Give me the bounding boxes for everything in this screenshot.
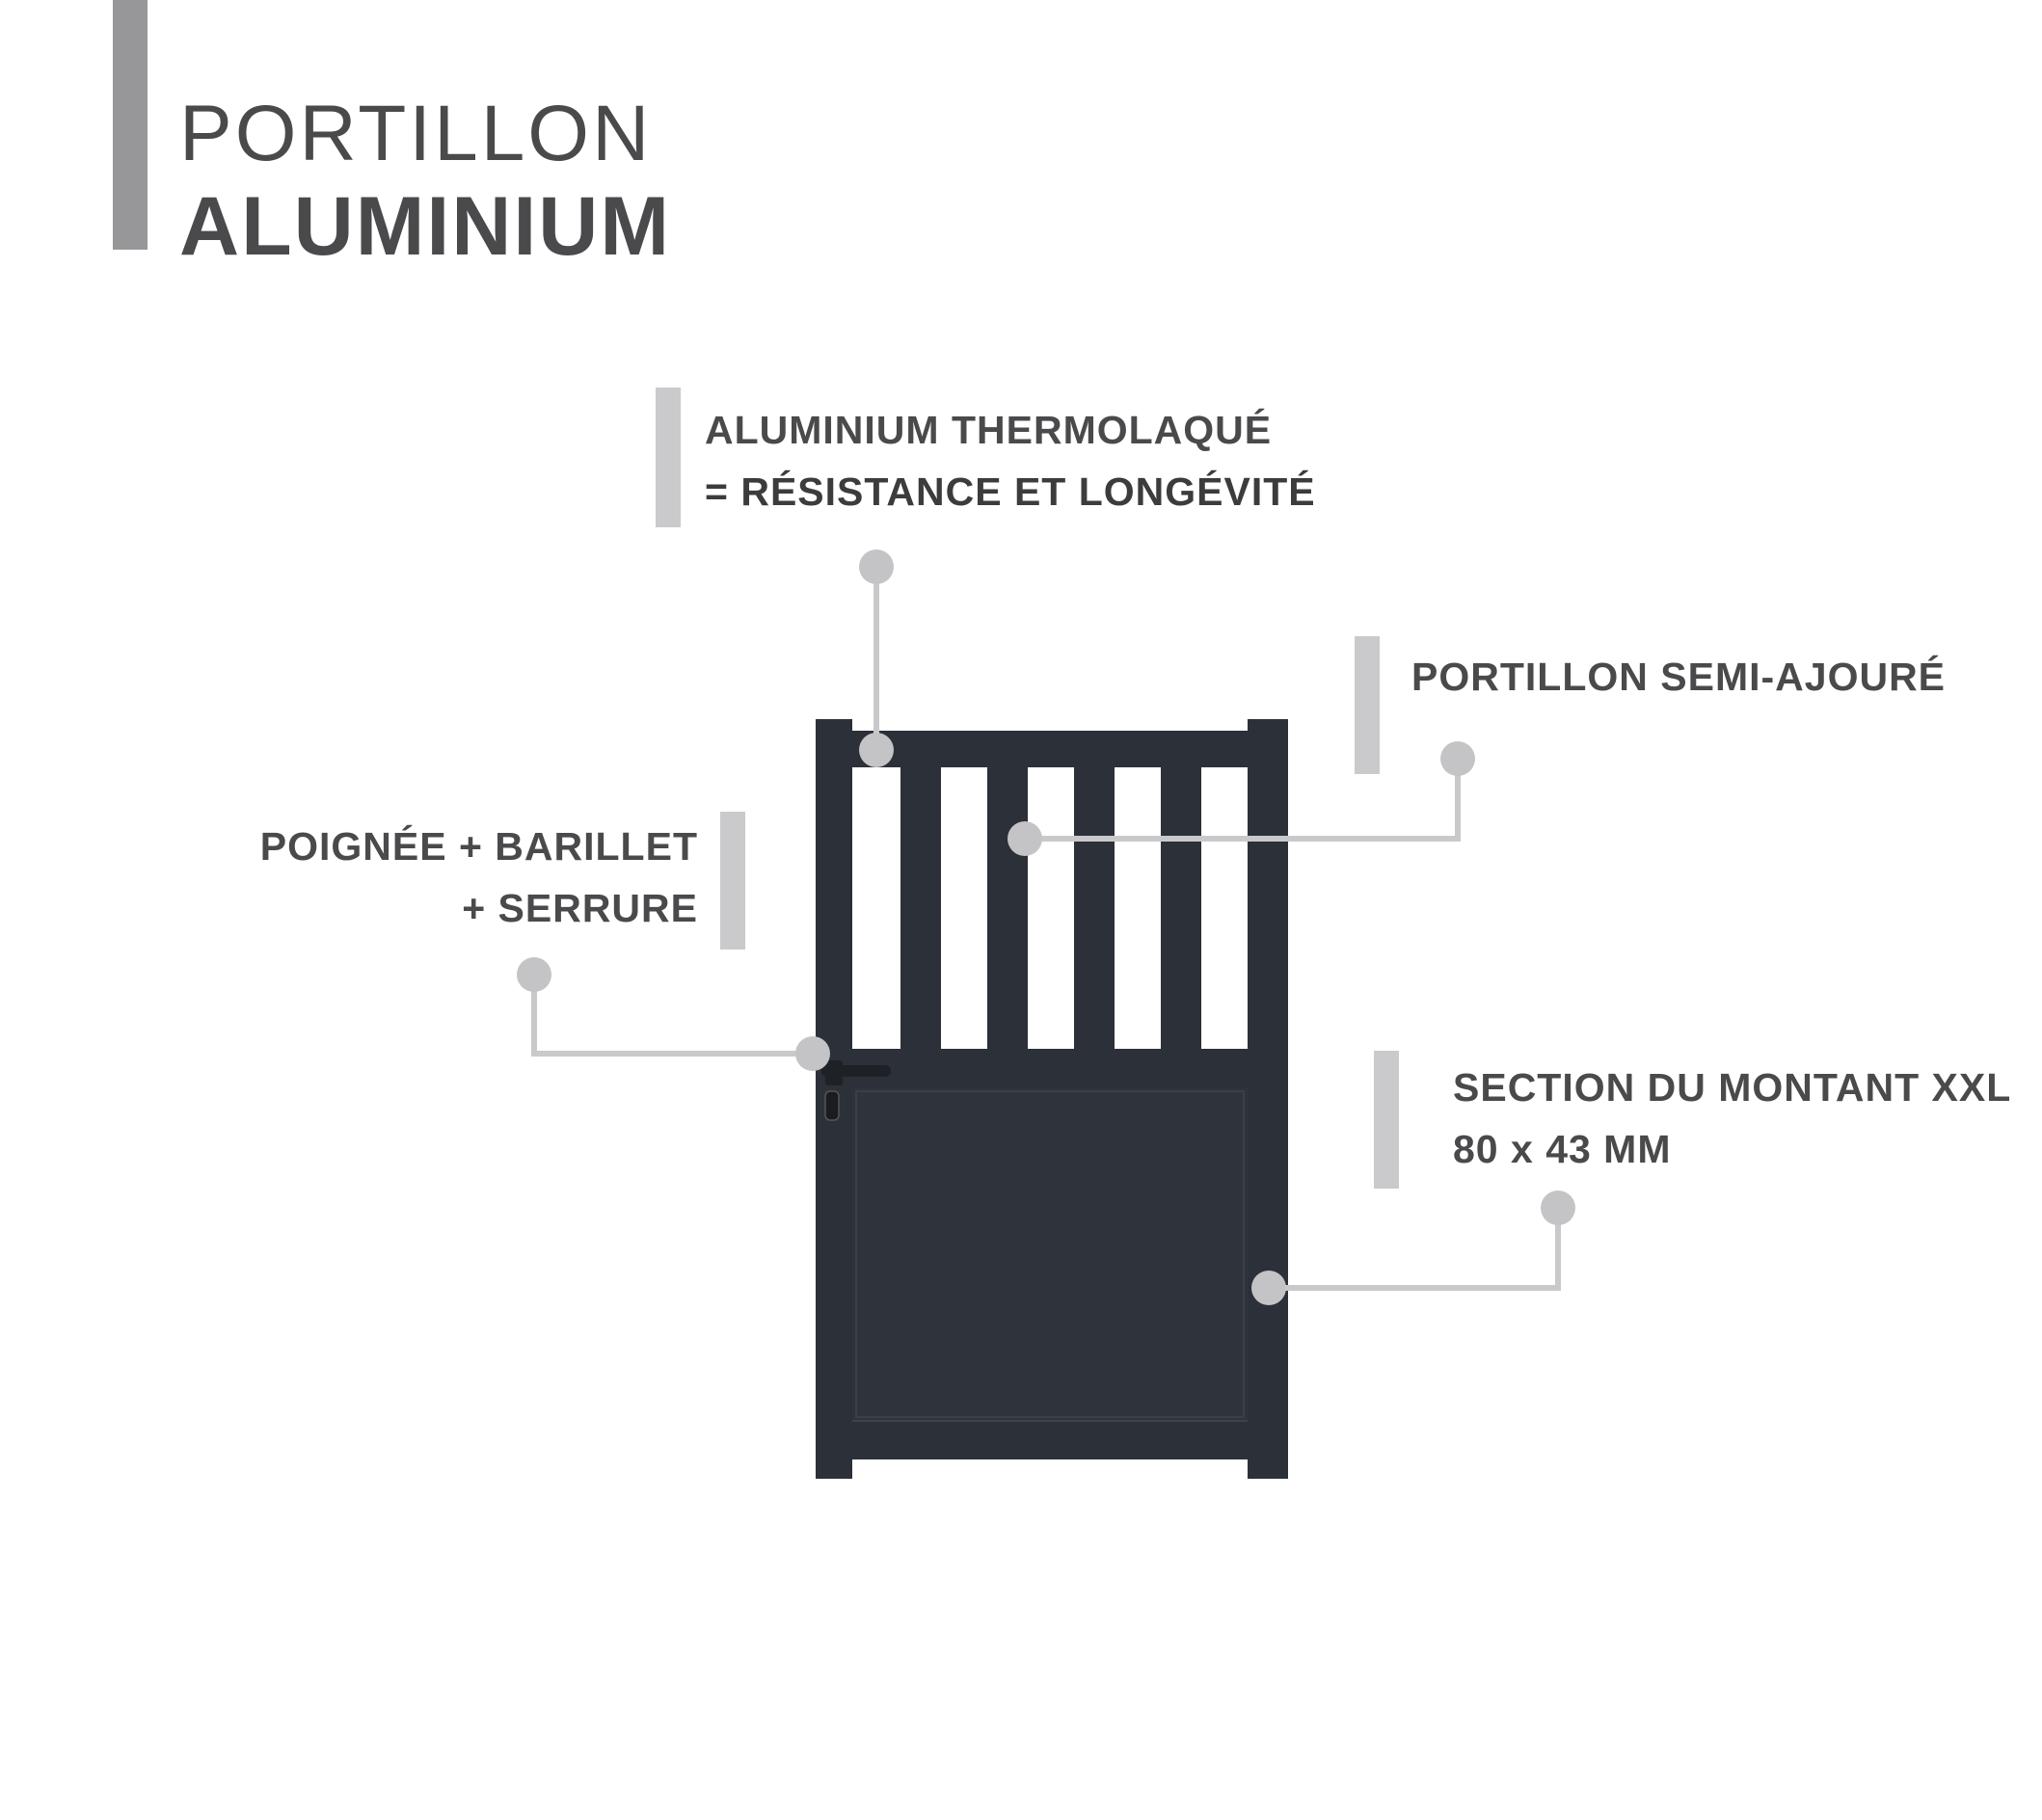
post-label-line2: 80 x 43 MM (1453, 1127, 1672, 1171)
gate-slat (1074, 767, 1115, 1051)
handle-label: POIGNÉE + BARILLET + SERRURE (260, 816, 698, 939)
handle-dot-anchor (795, 1036, 830, 1071)
handle-label-line1: POIGNÉE + BARILLET (259, 824, 698, 869)
callout-connectors (531, 567, 1561, 1291)
material-accent-bar (656, 388, 681, 527)
style-label: PORTILLON SEMI-AJOURÉ (1411, 646, 1946, 708)
post-label-line1: SECTION DU MONTANT XXL (1453, 1065, 2012, 1110)
material-dot-outer (859, 549, 894, 584)
post-connector-line (1269, 1208, 1561, 1291)
post-label: SECTION DU MONTANT XXL 80 x 43 MM (1453, 1057, 2011, 1180)
gate-top-rail (852, 731, 1248, 767)
material-label-line1: ALUMINIUM THERMOLAQUÉ (705, 408, 1273, 452)
style-connector-line (1025, 759, 1461, 842)
handle-connector-line (531, 975, 813, 1057)
gate-slat (1161, 767, 1201, 1051)
handle-accent-bar (720, 812, 745, 950)
style-dot-outer (1440, 741, 1475, 776)
gate-handle-plate (825, 1060, 843, 1085)
material-label-line2: = RÉSISTANCE ET LONGÉVITÉ (705, 469, 1316, 514)
gate-slat (900, 767, 941, 1051)
page-title-line1: PORTILLON (179, 90, 653, 177)
page-title-line2: ALUMINIUM (179, 180, 672, 273)
style-accent-bar (1355, 636, 1380, 774)
style-label-line1: PORTILLON SEMI-AJOURÉ (1411, 655, 1947, 699)
style-dot-anchor (1008, 821, 1042, 856)
handle-dot-outer (517, 957, 551, 992)
gate-lower-panel (852, 1087, 1248, 1421)
post-dot-anchor (1251, 1271, 1286, 1305)
callout-dots (517, 549, 1575, 1305)
gate-middle-rail (852, 1049, 1248, 1087)
gate-slat (987, 767, 1028, 1051)
gate-right-post (1248, 719, 1288, 1479)
material-dot-anchor (859, 733, 894, 767)
handle-label-line2: + SERRURE (462, 886, 698, 930)
gate-lower-panel-inset (855, 1090, 1245, 1418)
post-dot-outer (1541, 1191, 1575, 1225)
material-label: ALUMINIUM THERMOLAQUÉ = RÉSISTANCE ET LO… (705, 399, 1316, 522)
gate-illustration (816, 719, 1288, 1479)
post-accent-bar (1374, 1051, 1399, 1189)
gate-lock-cylinder (824, 1090, 840, 1121)
gate-bottom-rail (852, 1421, 1248, 1459)
title-accent-bar (113, 0, 148, 250)
